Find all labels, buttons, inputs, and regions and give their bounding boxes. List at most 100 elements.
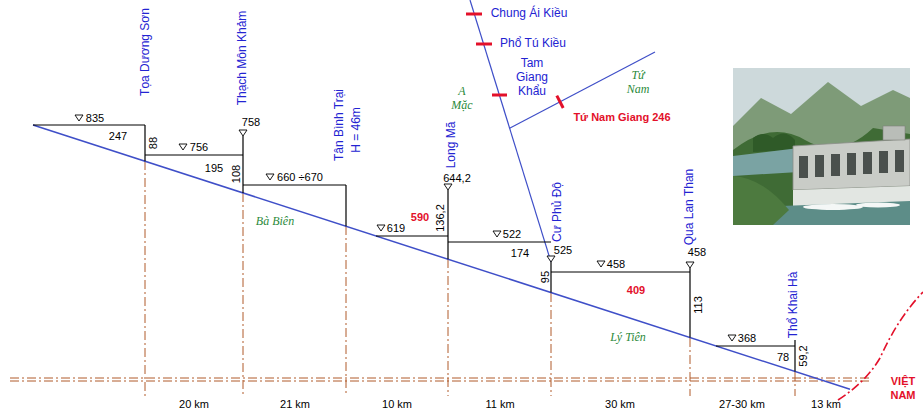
level-marker [377,225,385,231]
dam-photo [879,151,888,173]
grid-line [346,226,347,396]
level-marker [728,335,736,341]
grid-line [10,378,872,379]
level-marker [444,184,452,190]
river-name: Bà Biên [256,215,294,229]
grid-line [243,193,244,396]
country-name: VIỆT NAM [886,374,920,402]
distance-label: 13 km [811,398,841,411]
dam-photo [799,156,808,178]
level-marker [239,130,247,136]
dam-photo [733,68,910,225]
bed-elevation: 590 [411,211,429,224]
riverbed-line [33,125,850,389]
dam-photo [803,204,863,210]
dam-photo [733,148,799,176]
level-marker [597,261,605,267]
elevation-value: 619 [387,222,405,235]
riverbed-line [33,125,850,389]
water-level-line [243,185,346,186]
site-marker [466,14,563,108]
level-marker [686,262,694,268]
distance-label: 21 km [280,398,310,411]
river-name: Tứ Nam [623,68,653,96]
water-level-line [551,272,690,273]
station-name: Tọa Dương Sơn [139,8,153,96]
elevation-value: 758 [242,116,260,129]
dam-line [794,340,795,372]
dam-photo [856,203,900,208]
grid-line [10,161,872,396]
elevation-value: 756 [190,141,208,154]
river-name: Lý Tiên [610,331,646,345]
site-marker [466,13,482,16]
dam-photo [733,128,910,225]
level-marker [547,256,555,262]
dam-line [345,185,346,226]
site-marker [476,43,492,46]
level-marker [75,115,83,121]
distance-label: 27-30 km [719,398,765,411]
station-name: Tân Bình Trại [333,89,347,161]
water-level-line [376,236,448,237]
dam-photo [793,139,910,190]
site-name: Phổ Tú Kiều [500,37,566,51]
level-marker [179,144,187,150]
site-name: Tam Giang Khẩu [509,56,555,98]
elevation-value: 644,2 [443,172,471,185]
grid-line [448,259,449,396]
elevation-value: 368 [738,332,756,345]
elevation-value: 247 [109,130,127,143]
grid-line [690,338,691,396]
station-name: Long Mã [445,122,459,169]
site-marker [557,96,563,108]
station-name: Thạch Môn Khảm [236,11,250,106]
elevation-value: 136,2 [434,204,447,232]
level-marker [493,231,501,237]
dam-line [242,136,243,193]
dam-photo [733,68,910,225]
dam-photo [847,153,856,175]
elevation-value: 525 [554,244,572,257]
site-name: Tứ Nam Giang 246 [573,111,670,124]
grid-line [795,372,796,396]
water-level-line [448,242,551,243]
elevation-value: 113 [692,296,705,314]
distance-label: 10 km [382,398,412,411]
river-name: A Mặc [448,84,476,112]
distance-label: 11 km [485,398,514,411]
dam-photo [733,176,789,225]
station-name: Qua Lan Than [683,169,697,246]
grid-line [551,293,552,396]
dam-photo [733,82,910,225]
dam-photo [883,126,905,140]
level-marker [266,174,274,180]
grid-line [145,161,146,396]
grid-line [10,381,872,382]
elevation-value: 108 [230,165,243,183]
station-name: H = 46m [350,107,364,153]
distance-label: 30 km [605,398,635,411]
water-level-line [33,125,795,346]
elevation-value: 458 [688,246,706,259]
dam-line [689,268,690,338]
station-name: Thổ Khai Hà [787,272,801,339]
elevation-value: 195 [205,162,223,175]
elevation-value: 660 ÷670 [277,171,323,184]
station-name: Cư Phủ Độ [551,182,565,242]
site-name: Chung Ái Kiều [491,7,568,21]
dam-photo [753,133,795,152]
dam-photo [895,150,904,172]
tributary-line [470,0,655,262]
elevation-value: 88 [147,137,160,149]
dam-line [144,125,145,161]
elevation-value: 458 [607,258,625,271]
distance-label: 20 km [179,398,209,411]
water-level-line [716,346,795,347]
elevation-value: 95 [539,271,552,283]
elevation-value: 174 [511,247,529,260]
water-level-line [145,155,243,156]
site-marker [492,94,507,97]
elevation-value: 78 [777,351,789,364]
